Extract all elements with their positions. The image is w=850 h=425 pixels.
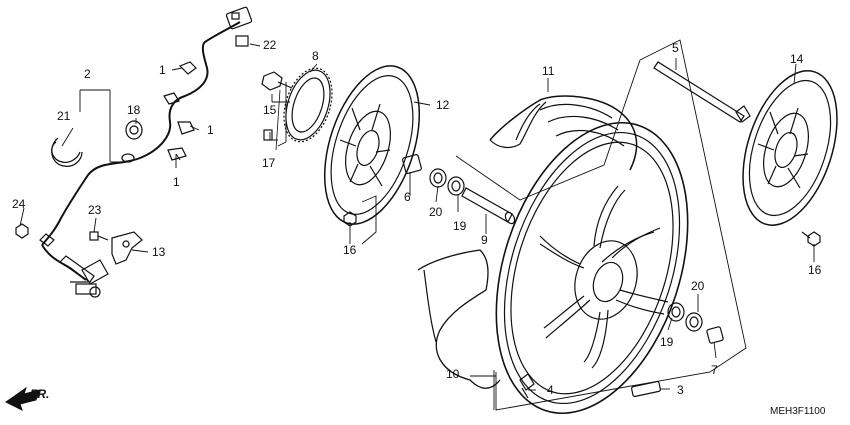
callout-20-left: 20 xyxy=(429,205,443,219)
callout-4: 4 xyxy=(547,383,554,397)
callout-3: 3 xyxy=(677,383,684,397)
right-seal xyxy=(685,312,703,332)
harness-clip xyxy=(163,61,197,161)
tire-section xyxy=(417,249,501,389)
disc-bolt-right xyxy=(801,231,821,247)
callout-21: 21 xyxy=(57,109,71,123)
callout-9: 9 xyxy=(481,233,488,247)
callout-15: 15 xyxy=(263,103,277,117)
front-axle xyxy=(653,61,751,123)
callout-11: 11 xyxy=(542,64,555,78)
speed-sensor-bracket xyxy=(111,231,143,265)
callout-16-right: 16 xyxy=(808,263,822,277)
callout-17: 17 xyxy=(262,156,276,170)
callout-19-left: 19 xyxy=(453,219,467,233)
callout-7: 7 xyxy=(711,363,718,377)
callout-2: 2 xyxy=(84,67,91,81)
abs-sensor-harness xyxy=(41,6,253,281)
callout-6: 6 xyxy=(404,190,411,204)
sensor-bracket xyxy=(39,233,109,298)
radial-bearing xyxy=(447,176,465,196)
callout-18: 18 xyxy=(127,103,141,117)
callout-14: 14 xyxy=(790,52,804,66)
front-direction-arrow xyxy=(5,386,41,411)
dust-seal xyxy=(429,168,447,188)
callout-20-right: 20 xyxy=(691,279,705,293)
right-bearing xyxy=(667,302,685,322)
callout-24: 24 xyxy=(12,197,26,211)
left-brake-disc xyxy=(323,65,421,225)
balance-weight xyxy=(631,380,661,398)
air-valve xyxy=(519,373,535,399)
grommet xyxy=(121,120,143,163)
callout-1-top: 1 xyxy=(159,63,166,77)
diagram-code: MEH3F1100 xyxy=(770,406,826,417)
bolt-24 xyxy=(15,223,29,239)
bolt xyxy=(89,231,109,241)
callout-19-right: 19 xyxy=(660,335,674,349)
callout-1-mid: 1 xyxy=(207,123,214,137)
clamp-band xyxy=(51,137,83,167)
callout-5: 5 xyxy=(672,41,679,55)
right-collar xyxy=(706,326,724,344)
tire xyxy=(489,95,638,171)
bolt-15 xyxy=(261,71,293,91)
direction-label: FR. xyxy=(30,387,50,401)
disc-bolt-left xyxy=(343,211,357,227)
distance-collar xyxy=(461,187,516,225)
callout-16-left: 16 xyxy=(343,243,357,257)
callout-22: 22 xyxy=(263,38,277,52)
side-collar xyxy=(402,154,422,174)
callout-1-low: 1 xyxy=(173,175,180,189)
callout-8: 8 xyxy=(312,49,319,63)
callout-12: 12 xyxy=(436,98,450,112)
bolt-17 xyxy=(263,129,273,141)
leader-lines xyxy=(19,39,815,411)
callout-23: 23 xyxy=(88,203,102,217)
wheel-rim xyxy=(495,121,689,415)
callout-13: 13 xyxy=(152,245,166,259)
callout-10: 10 xyxy=(446,367,460,381)
right-brake-disc xyxy=(742,70,838,226)
